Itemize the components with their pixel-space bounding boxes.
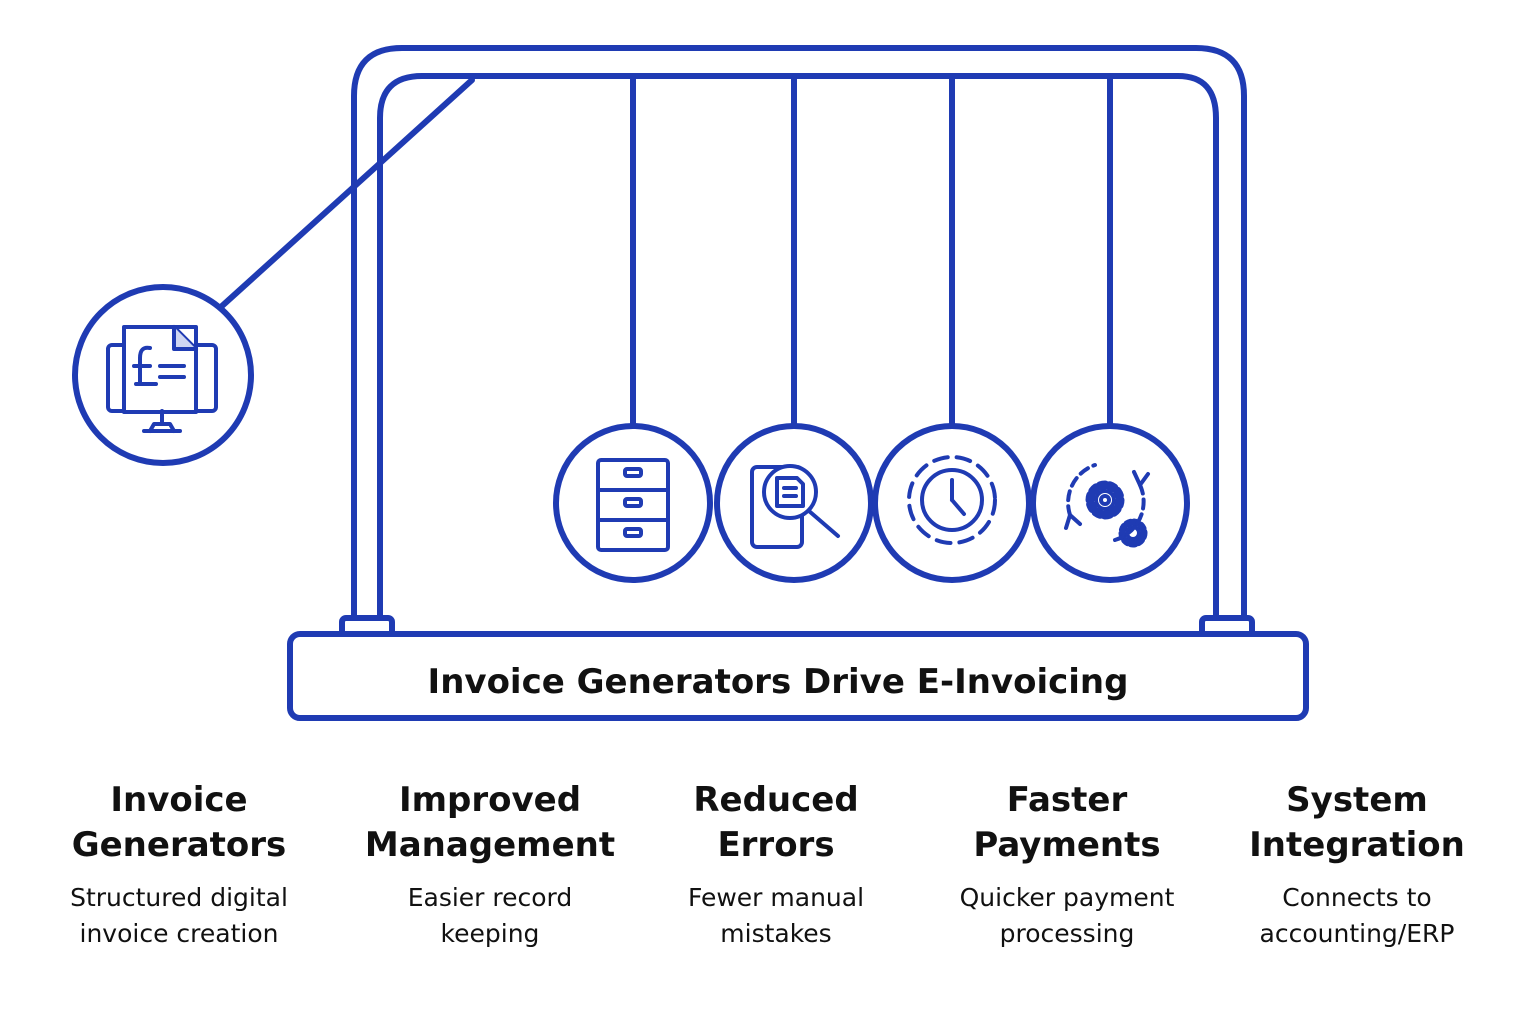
label-description: Easier record keeping	[407, 883, 573, 948]
base-title: Invoice Generators Drive E-Invoicing	[428, 662, 1129, 702]
gears-sync-icon	[1064, 463, 1150, 548]
invoice-monitor-icon	[106, 325, 218, 433]
label-title: System Integration	[1249, 780, 1465, 865]
label-title: Invoice Generators	[71, 780, 287, 865]
label-description: Connects to accounting/ERP	[1259, 883, 1455, 948]
label-system-integration: System Integration Connects to accountin…	[1207, 778, 1507, 952]
clock-icon	[907, 455, 997, 545]
cradle-base	[287, 631, 1309, 721]
label-description: Quicker payment processing	[959, 883, 1175, 948]
label-title: Faster Payments	[973, 780, 1161, 865]
step-labels: Invoice Generators Structured digital in…	[0, 778, 1536, 998]
label-faster-payments: Faster Payments Quicker payment processi…	[917, 778, 1217, 952]
label-description: Structured digital invoice creation	[70, 883, 288, 948]
ball-improved-management	[553, 423, 713, 583]
frame-outer	[351, 45, 1247, 623]
string-swinging	[219, 77, 475, 309]
label-title: Reduced Errors	[693, 780, 859, 865]
document-search-icon	[750, 464, 840, 549]
label-description: Fewer manual mistakes	[687, 883, 865, 948]
label-reduced-errors: Reduced Errors Fewer manual mistakes	[626, 778, 926, 952]
label-title: Improved Management	[364, 780, 616, 865]
label-improved-management: Improved Management Easier record keepin…	[340, 778, 640, 952]
label-invoice-generators: Invoice Generators Structured digital in…	[29, 778, 329, 952]
filing-cabinet-icon	[596, 458, 670, 552]
frame-inner	[377, 73, 1219, 623]
